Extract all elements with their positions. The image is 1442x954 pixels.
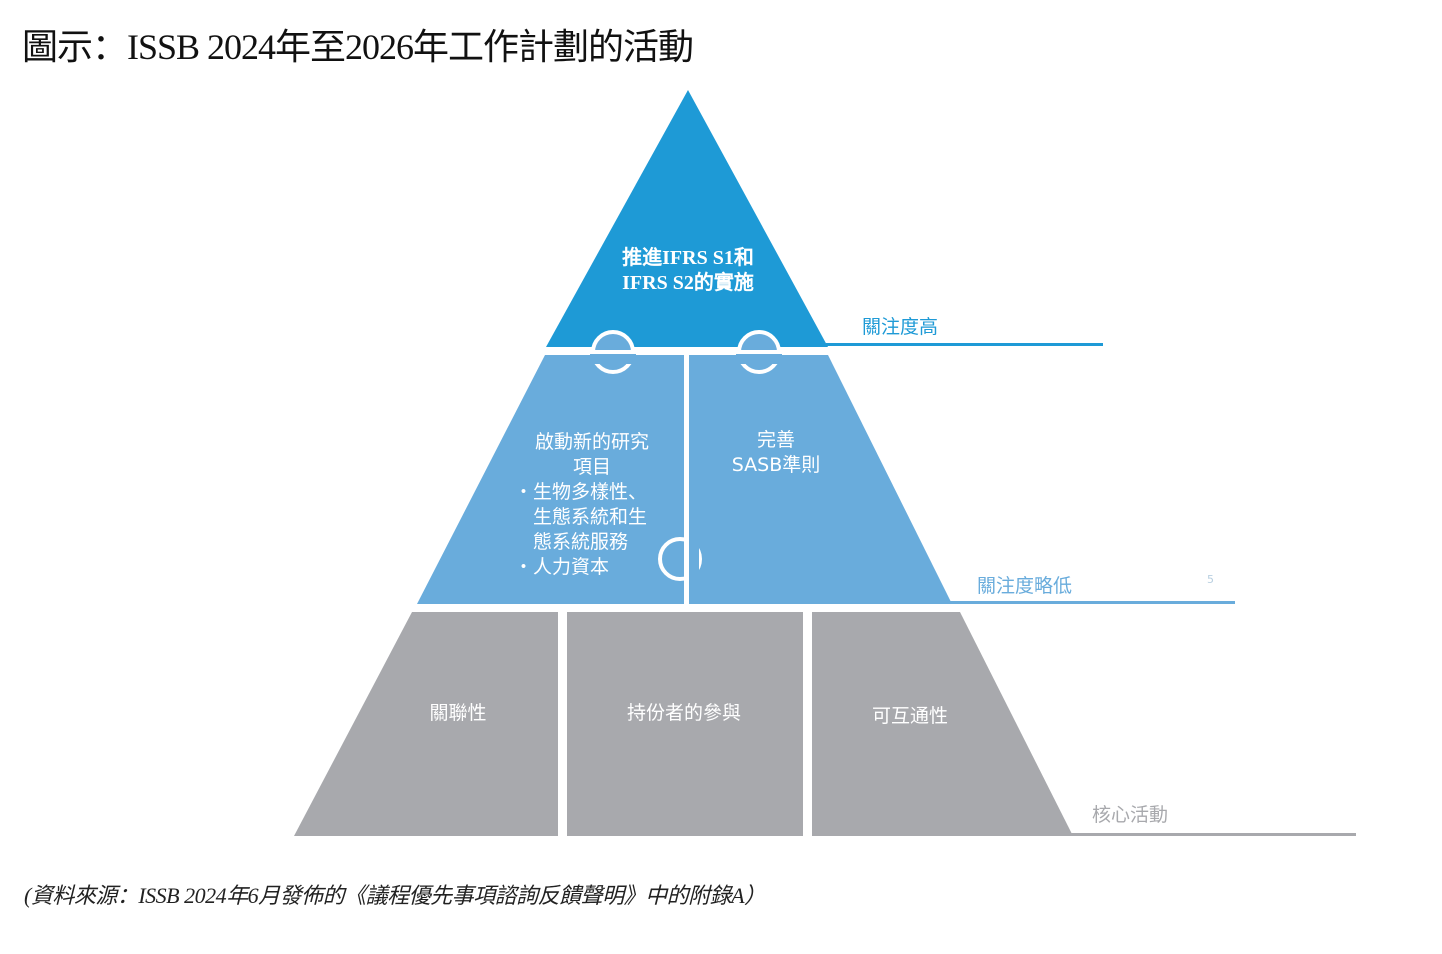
level-core-label: 核心活動 [1092,804,1169,826]
top-tier [546,90,828,347]
bullet-item: ・人力資本 [514,556,610,578]
stray-mark: 5 [1207,573,1214,586]
source-note: (資料來源：ISSB 2024年6月發佈的《議程優先事項諮詢反饋聲明》中的附錄A… [24,883,766,908]
core-item-relevance: 關聯性 [429,702,487,724]
middle-tier-right [689,355,952,604]
bullet-item: 態系統服務 [514,531,629,553]
middle-right-line1: 完善 [756,429,795,451]
bullet-item: ・生物多樣性、 [514,481,648,503]
core-tier-interoperability [812,612,1073,836]
core-item-stakeholder: 持份者的參與 [626,702,741,724]
top-tier-label-line1: 推進IFRS S1和 [622,247,754,269]
top-tier-label: 推進IFRS S1和 IFRS S2的實施 [608,246,768,296]
top-tier-label-line2: IFRS S2的實施 [622,272,754,294]
middle-left-label: 啟動新的研究 項目 ・生物多樣性、 生態系統和生 態系統服務 ・人力資本 [512,430,672,580]
core-tier-stakeholder [567,612,803,836]
level-moderate-label: 關注度略低 [977,575,1073,597]
bullet-item: 生態系統和生 [514,506,648,528]
middle-tier-left [417,355,684,604]
middle-right-line2: SASB準則 [731,454,821,476]
level-high-label: 關注度高 [862,316,939,338]
figure-title: 圖示：ISSB 2024年至2026年工作計劃的活動 [22,27,694,67]
core-item-interoperability: 可互通性 [871,705,948,727]
middle-left-line2: 項目 [572,456,611,478]
core-tier-relevance [294,612,558,836]
middle-left-line1: 啟動新的研究 [534,431,649,453]
middle-right-label: 完善 SASB準則 [696,428,856,478]
